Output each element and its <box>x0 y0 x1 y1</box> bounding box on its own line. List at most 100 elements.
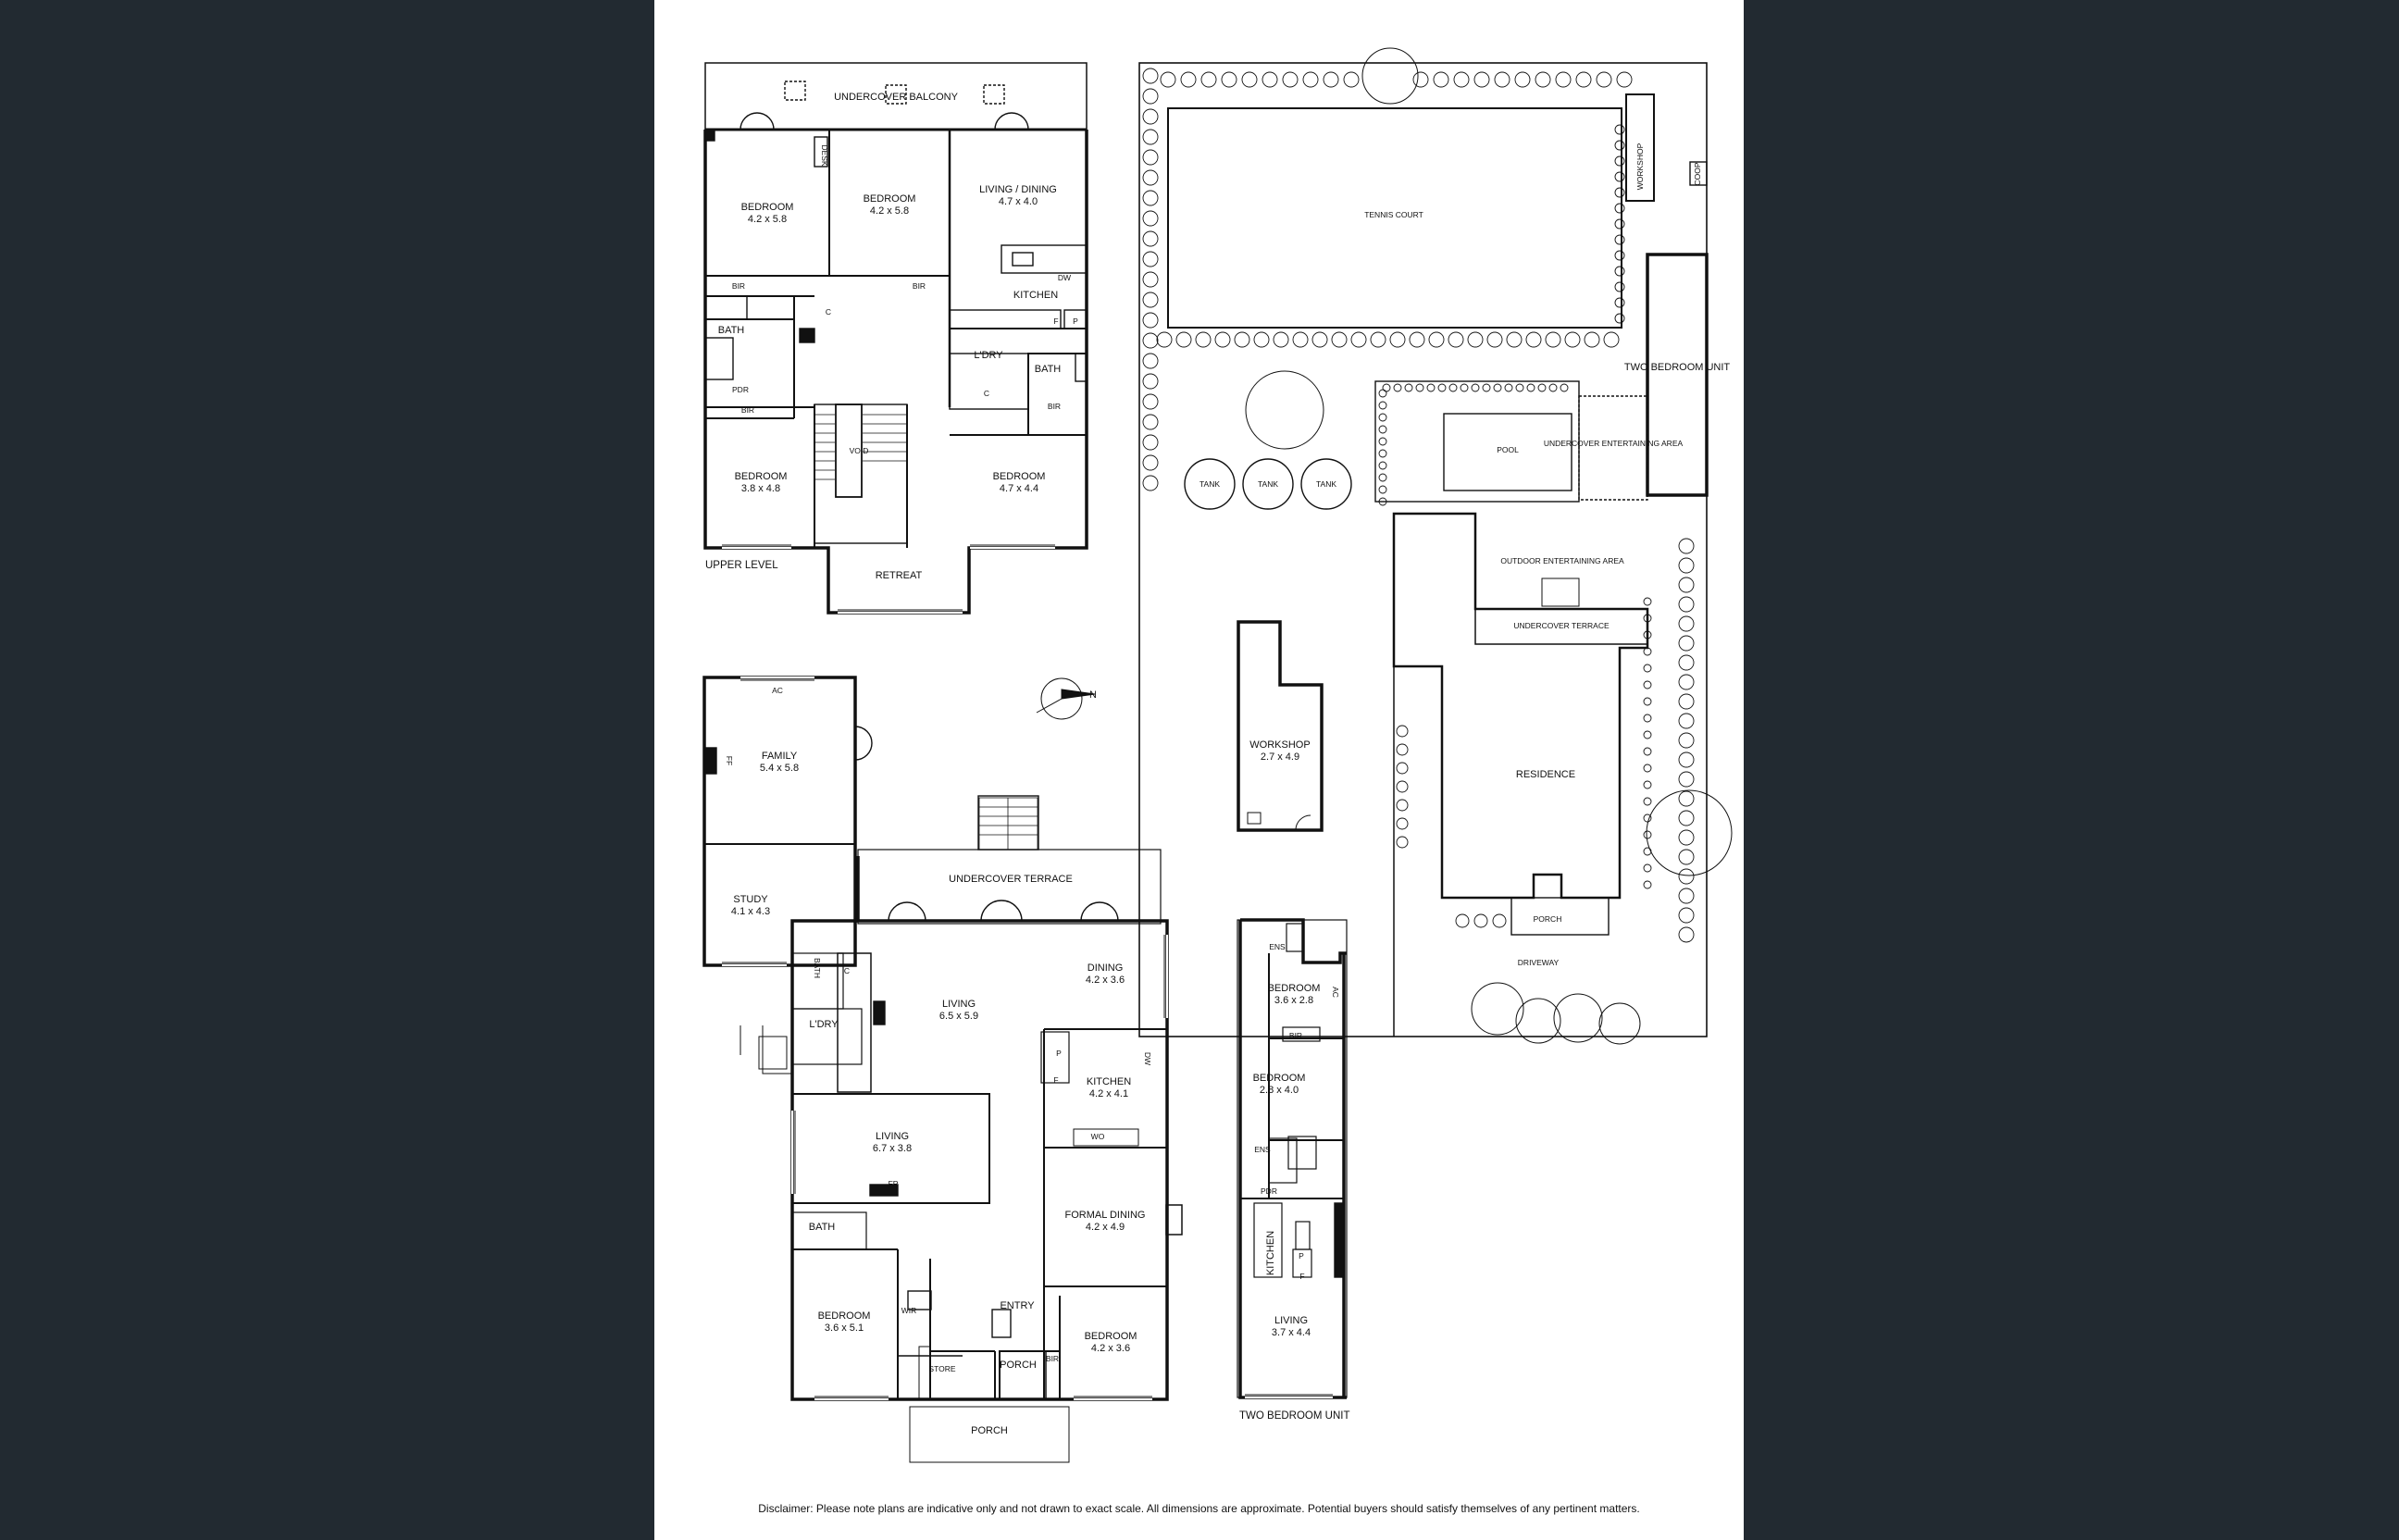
hedge-tree <box>1370 331 1386 348</box>
hedge-tree <box>1396 725 1409 738</box>
hedge-tree <box>1142 88 1159 105</box>
hedge-tree <box>1273 331 1289 348</box>
hedge-tree <box>1389 331 1406 348</box>
front-porch-label: PORCH <box>971 1425 1008 1436</box>
hedge-tree <box>1548 383 1558 392</box>
hedge-tree <box>1596 71 1612 88</box>
hedge-tree <box>1643 847 1652 856</box>
hedge-tree <box>1678 538 1695 554</box>
site-plan-labels: TENNIS COURT WORKSHOP COOP TWO BEDROOM U… <box>1200 143 1730 967</box>
hedge-tree <box>1678 868 1695 885</box>
upper-level-labels: UNDERCOVER BALCONY BEDROOM 4.2 x 5.8 DES… <box>705 92 1078 581</box>
retreat-label: RETREAT <box>876 570 923 581</box>
upper-bir-4-label: BIR <box>1048 402 1061 411</box>
residence-label: RESIDENCE <box>1516 769 1575 780</box>
hedge-tree <box>1241 71 1258 88</box>
hedge-tree <box>1409 331 1425 348</box>
floorplan-sheet: UNDERCOVER BALCONY BEDROOM 4.2 x 5.8 DES… <box>654 0 1744 1540</box>
hedge-tree <box>1643 797 1652 806</box>
hedge-tree <box>1378 485 1387 494</box>
floorplan-drawing: UNDERCOVER BALCONY BEDROOM 4.2 x 5.8 DES… <box>702 47 1733 1463</box>
hedge-tree <box>1492 913 1507 928</box>
hedge-tree <box>1678 732 1695 749</box>
hedge-tree <box>1142 353 1159 369</box>
driveway-label: DRIVEWAY <box>1518 958 1560 967</box>
kitchen-dim: 4.2 x 4.1 <box>1089 1088 1128 1099</box>
unit-fridge-label: F <box>1299 1272 1304 1281</box>
unit-living-label: LIVING <box>1274 1315 1308 1326</box>
hedge-tree <box>1426 383 1436 392</box>
family-label: FAMILY <box>762 751 798 762</box>
hedge-tree <box>1535 71 1551 88</box>
unit-labels: ENS BEDROOM 3.6 x 2.8 AC BIR BEDROOM 2.8… <box>1239 942 1349 1422</box>
upper-bedroom-3-label: BEDROOM <box>735 471 788 482</box>
hedge-tree <box>1643 764 1652 773</box>
upper-level-caption: UPPER LEVEL <box>705 560 778 571</box>
ground-bath-2-label: BATH <box>809 1222 836 1233</box>
hedge-tree <box>1142 312 1159 329</box>
upper-bedroom-4-label: BEDROOM <box>993 471 1046 482</box>
hedge-tree <box>1678 888 1695 904</box>
hedge-tree <box>1614 218 1625 230</box>
hedge-tree <box>1404 383 1413 392</box>
hedge-tree <box>1678 790 1695 807</box>
hedge-tree <box>1214 331 1231 348</box>
upper-bath-2-label: BATH <box>1035 364 1062 375</box>
hedge-tree <box>1678 810 1695 826</box>
ground-floor-walls <box>702 676 1183 1463</box>
hedge-tree <box>1221 71 1237 88</box>
living-label: LIVING <box>942 999 976 1010</box>
hedge-tree <box>1614 234 1625 245</box>
hedge-tree <box>1378 473 1387 482</box>
workshop-walls <box>1237 620 1324 832</box>
desk-label: DESK <box>820 144 829 166</box>
hedge-tree <box>1678 557 1695 574</box>
compass-north-label: N <box>1089 689 1097 701</box>
hedge-tree <box>1195 331 1212 348</box>
unit-ac-label: AC <box>1331 987 1340 998</box>
hedge-tree <box>1292 331 1309 348</box>
living-dim: 6.5 x 5.9 <box>939 1011 978 1022</box>
upper-bir-1-label: BIR <box>732 281 745 291</box>
hedge-tree <box>1678 577 1695 593</box>
hedge-tree <box>1473 71 1490 88</box>
hedge-tree <box>1448 383 1458 392</box>
unit-bedroom-1-label: BEDROOM <box>1268 983 1321 994</box>
hedge-tree <box>1396 780 1409 793</box>
unit-bedroom-1-dim: 3.6 x 2.8 <box>1274 995 1313 1006</box>
living-2-label: LIVING <box>876 1131 909 1142</box>
wir-label: WIR <box>901 1306 917 1315</box>
ground-laundry-label: L'DRY <box>809 1019 839 1030</box>
hedge-tree <box>1678 693 1695 710</box>
ground-cupboard-label: C <box>844 966 850 975</box>
kitchen-fridge-label: F <box>1053 1075 1058 1085</box>
hedge-tree <box>1455 913 1470 928</box>
hedge-tree <box>1433 71 1449 88</box>
hedge-tree <box>1504 383 1513 392</box>
hedge-tree <box>1506 331 1523 348</box>
hedge-tree <box>1142 373 1159 390</box>
hedge-tree <box>1643 730 1652 739</box>
kitchen-dw-label: DW <box>1143 1052 1152 1065</box>
workshop-dim: 2.7 x 4.9 <box>1261 751 1299 763</box>
upper-bedroom-1-label: BEDROOM <box>741 202 794 213</box>
hedge-tree <box>1643 813 1652 823</box>
hedge-tree <box>1678 907 1695 924</box>
hedge-tree <box>1142 169 1159 186</box>
hedge-tree <box>1564 331 1581 348</box>
upper-powder-label: PDR <box>732 385 749 394</box>
upper-bedroom-4-dim: 4.7 x 4.4 <box>1000 483 1038 494</box>
hedge-tree <box>1200 71 1217 88</box>
formal-dining-dim: 4.2 x 4.9 <box>1086 1222 1125 1233</box>
ground-bedroom-2-label: BEDROOM <box>1085 1331 1137 1342</box>
hedge-tree <box>1378 449 1387 458</box>
site-terrace-label: UNDERCOVER TERRACE <box>1513 621 1610 630</box>
hedge-tree <box>1678 829 1695 846</box>
hedge-tree <box>1555 71 1572 88</box>
family-fireplace-label: FF <box>725 756 734 765</box>
hedge-tree <box>1378 401 1387 410</box>
upper-laundry-label: L'DRY <box>974 350 1003 361</box>
tank-1-label: TANK <box>1200 479 1220 489</box>
hedge-tree <box>1525 331 1542 348</box>
hedge-tree <box>1537 383 1547 392</box>
